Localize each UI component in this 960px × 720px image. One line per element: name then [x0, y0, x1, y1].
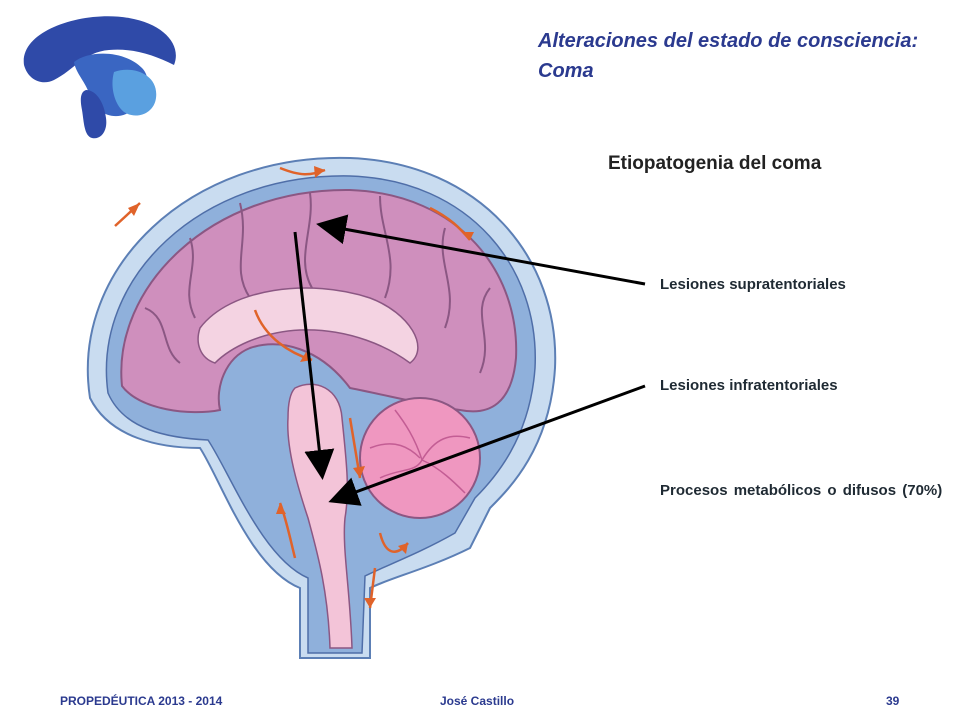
section-subtitle: Etiopatogenia del coma	[608, 153, 822, 174]
footer-author: José Castillo	[440, 694, 515, 708]
slide-title: Alteraciones del estado de consciencia: …	[538, 26, 948, 86]
slide-title-line-2: Coma	[538, 60, 594, 82]
brain-sagittal-illustration	[86, 156, 557, 659]
label-supratentorial: Lesiones supratentoriales	[660, 276, 846, 293]
brain-logo-icon	[23, 16, 176, 139]
footer-page-number: 39	[886, 694, 900, 708]
label-infratentorial: Lesiones infratentoriales	[660, 377, 838, 394]
slide-title-line-1: Alteraciones del estado de consciencia:	[538, 30, 919, 52]
label-metabolic: Procesos metabólicos o difusos (70%)	[660, 482, 943, 499]
footer-course: PROPEDÉUTICA 2013 - 2014	[60, 694, 223, 708]
